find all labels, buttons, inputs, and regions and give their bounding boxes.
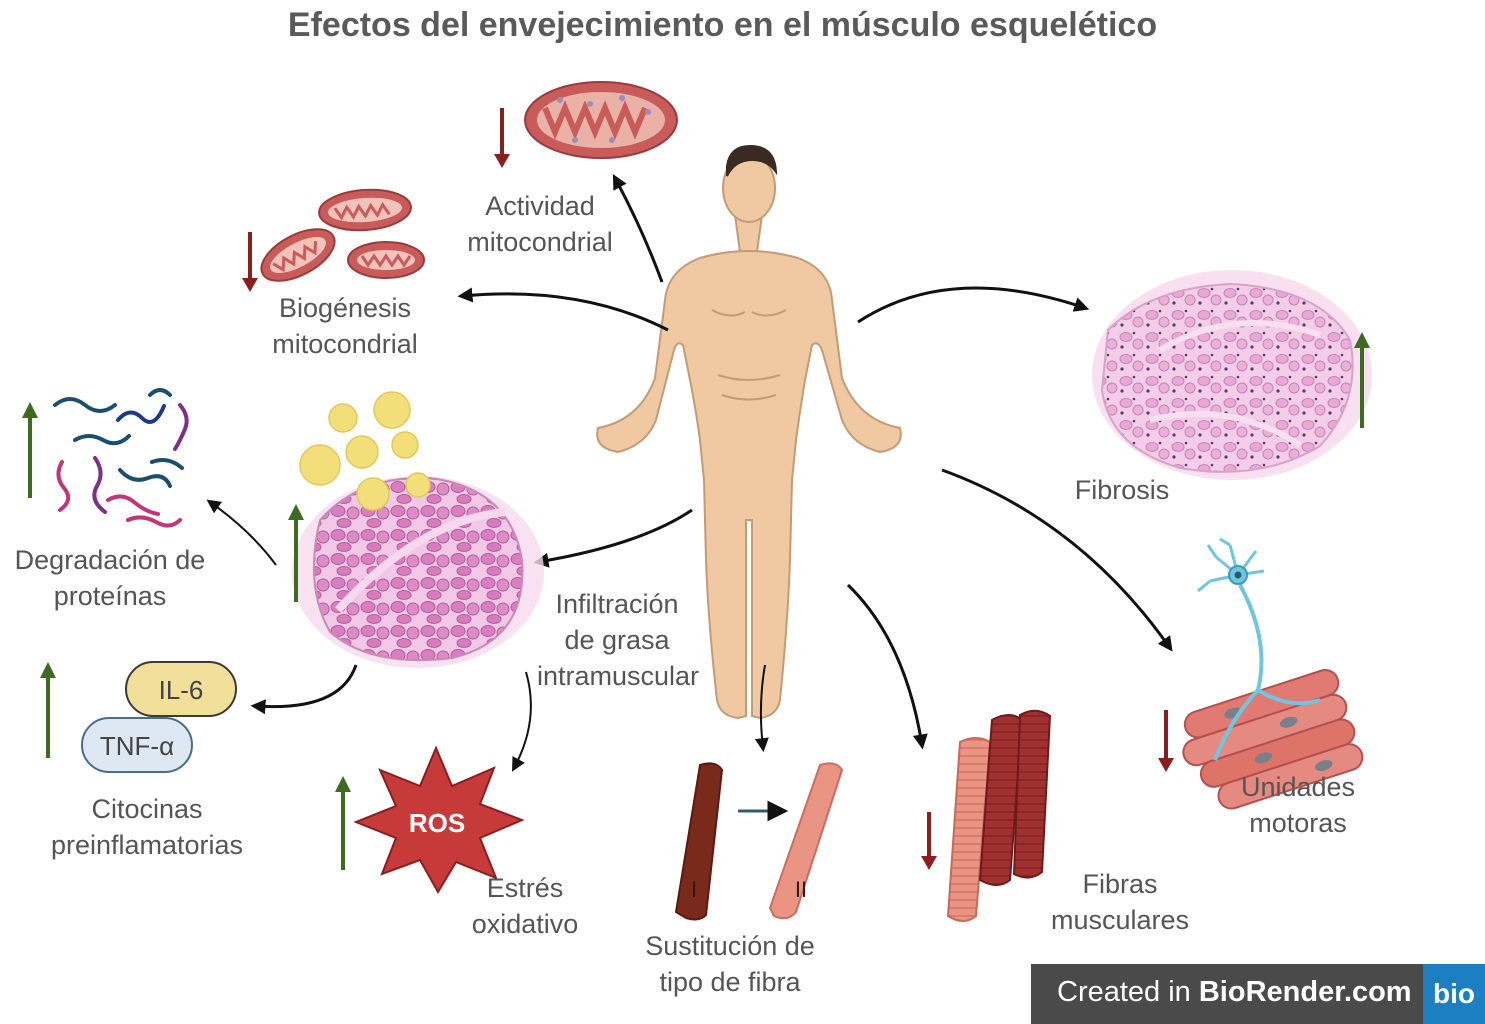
down-arrow-fibras [921,812,937,870]
effect-arrows [206,174,1173,772]
biorender-badge: Created in BioRender.com bio [1031,964,1485,1024]
up-arrow-ros [335,776,351,870]
label-line: Estrés [486,873,564,903]
badge-prefix: Created in [1057,976,1199,1008]
down-arrow-biogenesis [242,232,258,292]
fibrosis-tissue [1092,270,1372,480]
label-line: Degradación de [14,545,206,575]
page-title: Efectos del envejecimiento en el músculo… [287,6,1158,44]
label-line: Sustitución de [645,931,815,961]
label-line: Citocinas [91,794,203,824]
up-arrow-fibrosis [1354,332,1370,428]
down-arrow-actividad [494,108,510,168]
cytokine-pills: IL-6 TNF-α [81,661,237,773]
down-arrow-unidades [1158,710,1174,772]
label-line: Biogénesis [278,293,412,323]
human-figure [596,144,902,720]
label-line: tipo de fibra [659,967,801,997]
label-fibras-musculares: Fibras musculares [1045,866,1195,938]
fat-infiltrated-muscle [292,391,544,668]
label-citocinas: Citocinas preinflamatorias [42,791,252,863]
protein-fragments [53,388,189,528]
mitochondrion-activity [524,81,678,159]
mitochondria-biogenesis [260,188,425,282]
label-biogenesis-mitocondrial: Biogénesis mitocondrial [255,290,435,362]
label-line: motoras [1249,808,1347,838]
label-infiltracion-grasa: Infiltración de grasa intramuscular [537,586,700,694]
label-unidades-motoras: Unidades motoras [1228,769,1368,841]
label-actividad-mitocondrial: Actividad mitocondrial [450,188,630,260]
biorender-logo: bio [1423,964,1485,1024]
label-estres-oxidativo: Estrés oxidativo [460,870,590,942]
tnf-text: TNF-α [100,731,174,761]
badge-brand: BioRender.com [1198,976,1412,1008]
up-arrow-degradacion [22,402,38,498]
il6-pill [125,661,237,717]
label-line: mitocondrial [272,329,418,359]
fiber-type-substitution: I II [674,762,844,921]
label-line: Actividad [485,191,595,221]
label-degradacion-proteinas: Degradación de proteínas [10,542,210,614]
tnf-pill [81,717,193,773]
label-line: proteínas [53,581,167,611]
label-line: mitocondrial [467,227,613,257]
ros-text: ROS [409,808,465,838]
motor-units [1182,537,1364,810]
label-line: Fibras [1082,869,1158,899]
label-line: intramuscular [537,661,700,691]
label-line: oxidativo [471,909,579,939]
fiber-type-2: II [795,877,807,902]
ros-star: ROS [353,745,525,894]
label-line: Unidades [1240,772,1356,802]
label-line: de grasa [564,625,670,655]
label-fibrosis: Fibrosis [1074,475,1170,505]
up-arrow-fat [288,504,304,602]
trend-arrows [22,108,1370,870]
label-line: musculares [1050,905,1190,935]
label-sustitucion-fibra: Sustitución de tipo de fibra [630,928,830,1000]
fiber-type-1: I [691,877,697,902]
label-line: preinflamatorias [50,830,244,860]
il6-text: IL-6 [159,675,204,705]
label-line: Infiltración [555,589,679,619]
up-arrow-citocinas [40,662,56,758]
muscle-fibers [946,709,1052,922]
badge-text: Created in BioRender.com [1057,976,1412,1009]
